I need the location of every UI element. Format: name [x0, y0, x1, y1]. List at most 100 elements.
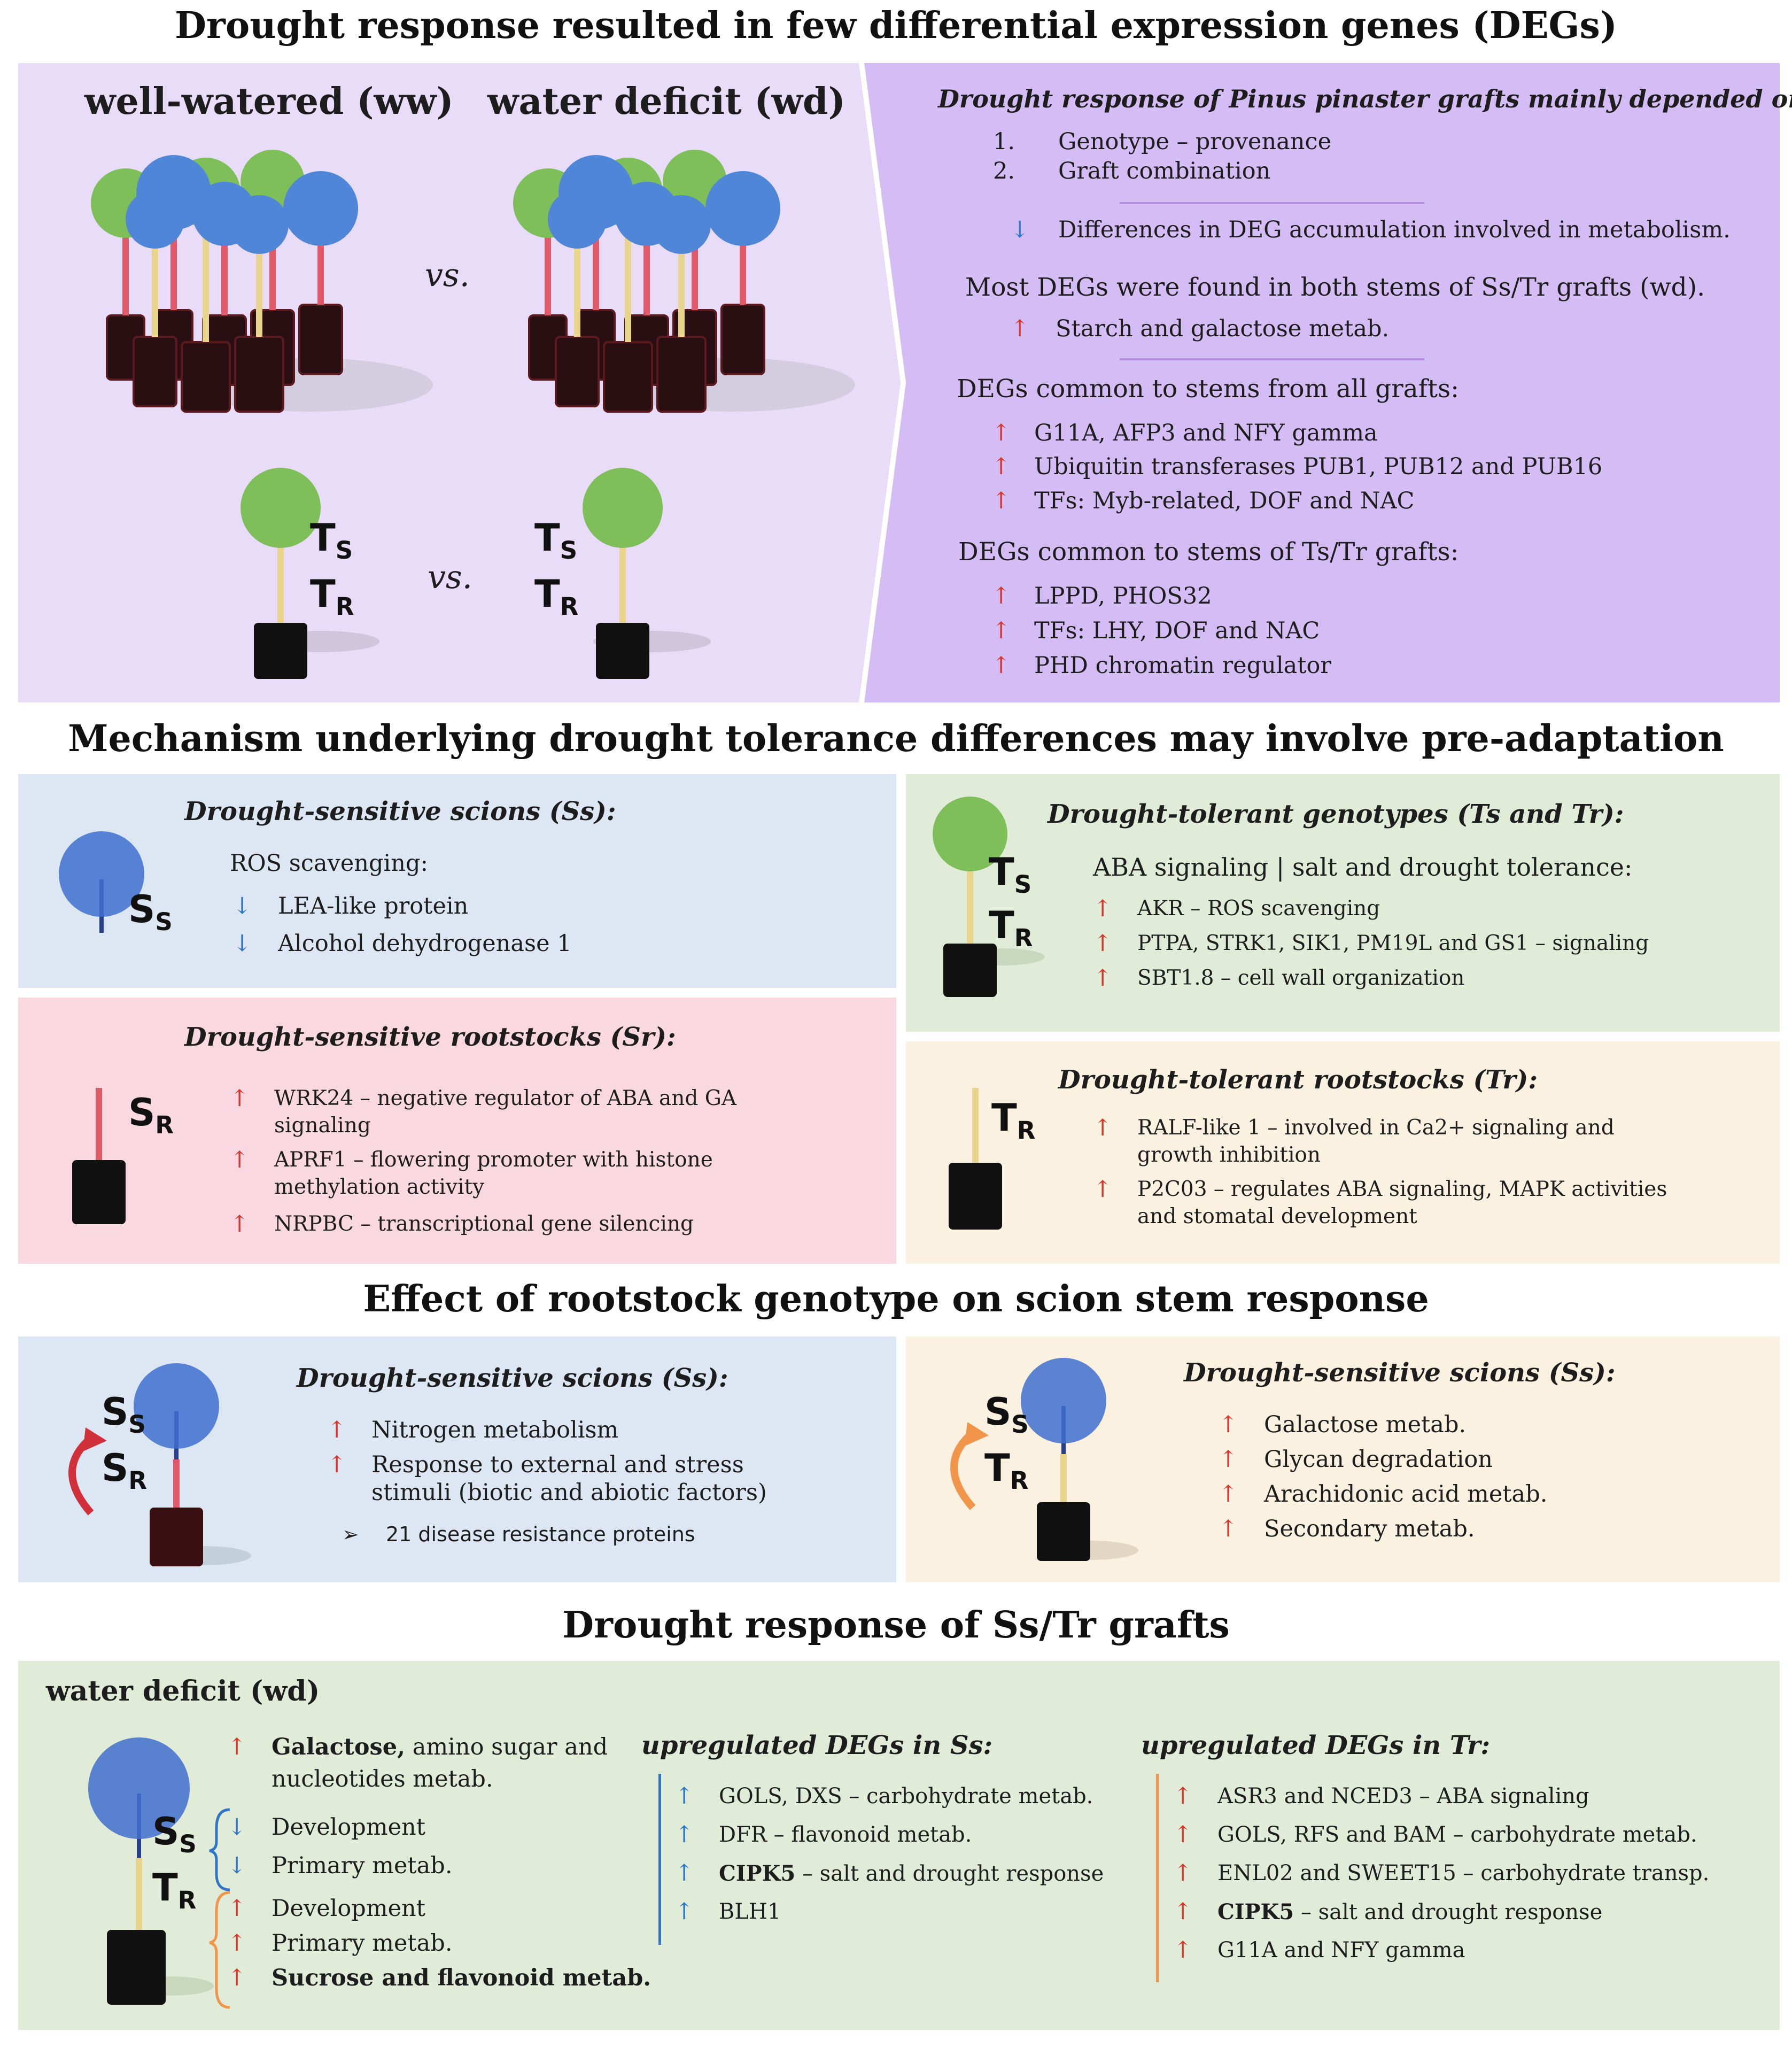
arrow-up-icon: ↑ [991, 453, 1011, 480]
vs-text-1: vs. [425, 257, 470, 294]
wd-heading: water deficit (wd) [46, 1675, 320, 1707]
s3-right-item-2: Glycan degradation [1264, 1446, 1493, 1473]
tr-upreg-2: GOLS, RFS and BAM – carbohydrate metab. [1217, 1822, 1697, 1847]
scion-tree-icon [59, 831, 144, 933]
tr-upreg-4-bold: CIPK5 [1217, 1899, 1294, 1925]
arrow-down-icon: ↓ [227, 1852, 247, 1879]
arrow-up-icon: ↑ [230, 1147, 250, 1173]
tg-item-2: PTPA, STRK1, SIK1, PM19L and GS1 – signa… [1137, 931, 1649, 955]
ww-label: well-watered (ww) [84, 80, 454, 123]
section-2-title: Mechanism underlying drought tolerance d… [68, 717, 1724, 760]
ss-upreg-3-rest: – salt and drought response [795, 1861, 1104, 1886]
ss-upreg-1: GOLS, DXS – carbohydrate metab. [719, 1784, 1093, 1809]
sr-item-2b: methylation activity [274, 1175, 485, 1199]
arrow-up-icon: ↑ [1173, 1860, 1193, 1887]
tr-item-1b: growth inhibition [1137, 1143, 1321, 1167]
tr-list-bar [1156, 1774, 1159, 1982]
s3-left-item-2a: Response to external and stress [371, 1451, 744, 1478]
most-degs-text: Most DEGs were found in both stems of Ss… [965, 273, 1705, 302]
ss-tr-graft-icon-2 [88, 1737, 214, 2005]
starch-text: Starch and galactose metab. [1056, 315, 1390, 342]
tr-primary: Primary metab. [271, 1930, 453, 1957]
common-all-item-2: Ubiquitin transferases PUB1, PUB12 and P… [1034, 453, 1603, 480]
sr-title: Drought-sensitive rootstocks (Sr): [184, 1022, 676, 1052]
sr-item-3: NRPBC – transcriptional gene silencing [274, 1212, 694, 1236]
ss-primary: Primary metab. [271, 1852, 453, 1879]
tolerant-rootstock-icon [949, 1088, 1002, 1230]
section-3-title: Effect of rootstock genotype on scion st… [363, 1278, 1429, 1320]
arrow-up-icon: ↑ [991, 617, 1011, 644]
arrow-up-icon: ↑ [991, 420, 1011, 446]
s3-right-item-3: Arachidonic acid metab. [1264, 1481, 1548, 1508]
ss-item-2: Alcohol dehydrogenase 1 [278, 930, 572, 957]
arrow-down-icon: ↓ [227, 1814, 247, 1841]
ss-upreg-3: CIPK5 – salt and drought response [719, 1861, 1104, 1886]
arrow-up-blue-icon: ↑ [674, 1898, 694, 1925]
arrow-up-icon: ↑ [1010, 315, 1030, 342]
sr-item-2a: APRF1 – flowering promoter with histone [274, 1148, 713, 1172]
ww-seedling-group-icon [91, 150, 433, 413]
tolerant-graft-icon [933, 797, 1045, 997]
tr-upreg-4-rest: – salt and drought response [1294, 1900, 1603, 1925]
arrow-up-icon: ↑ [227, 1930, 247, 1957]
ss-upreg-3-bold: CIPK5 [719, 1861, 796, 1886]
tg-item-1: AKR – ROS scavenging [1137, 897, 1380, 921]
sucrose-text: Sucrose and flavonoid metab. [271, 1965, 651, 1991]
tr-upreg-heading: upregulated DEGs in Tr: [1141, 1730, 1491, 1760]
tr-label-2: TR [534, 572, 579, 621]
dep-num-1: 1. [993, 128, 1015, 155]
wd-label: water deficit (wd) [487, 80, 845, 123]
arrow-up-icon: ↑ [327, 1451, 347, 1478]
s3-left-title: Drought-sensitive scions (Ss): [297, 1363, 728, 1393]
vs-text-2: vs. [428, 559, 472, 596]
tr-label-5: TR [984, 1446, 1029, 1495]
arrow-up-icon: ↑ [991, 488, 1011, 514]
ts-label-1: TS [310, 516, 353, 565]
common-all-item-3: TFs: Myb-related, DOF and NAC [1034, 488, 1415, 514]
ss-label-3: SS [984, 1390, 1029, 1439]
arrow-up-icon: ↑ [1093, 930, 1113, 957]
chevron-right-icon: ➢ [342, 1523, 359, 1546]
common-t-item-3: PHD chromatin regulator [1034, 652, 1331, 679]
tr-upreg-5: G11A and NFY gamma [1217, 1938, 1465, 1962]
ss-upreg-heading: upregulated DEGs in Ss: [641, 1730, 993, 1760]
sr-item-1a: WRK24 – negative regulator of ABA and GA [274, 1086, 737, 1110]
arrow-up-icon: ↑ [227, 1895, 247, 1922]
ss-sr-graft-icon [68, 1363, 251, 1566]
tg-title: Drought-tolerant genotypes (Ts and Tr): [1048, 799, 1624, 829]
ss-label-2: SS [102, 1390, 146, 1439]
s3-right-item-4: Secondary metab. [1264, 1516, 1475, 1542]
arrow-up-icon: ↑ [1173, 1937, 1193, 1964]
common-t-heading: DEGs common to stems of Ts/Tr grafts: [958, 537, 1459, 567]
section-4-title: Drought response of Ss/Tr grafts [562, 1604, 1230, 1647]
brace-icons [209, 1808, 230, 2009]
ss-upreg-4: BLH1 [719, 1899, 781, 1924]
panel-tolerant-genotypes [906, 774, 1780, 1032]
section-1-title: Drought response resulted in few differe… [175, 4, 1617, 47]
arrow-up-blue-icon: ↑ [674, 1783, 694, 1810]
arrow-up-icon: ↑ [1173, 1898, 1193, 1925]
s3-left-item-3: 21 disease resistance proteins [386, 1523, 695, 1546]
arrow-up-icon: ↑ [1093, 895, 1113, 922]
tr-label-4: TR [991, 1096, 1036, 1145]
dep-num-2: 2. [993, 158, 1015, 184]
ss-sub: ROS scavenging: [230, 850, 428, 877]
tr-label-1: TR [310, 572, 354, 621]
ss-label-1: SS [128, 887, 173, 936]
arrow-up-icon: ↑ [230, 1085, 250, 1112]
wd-seedling-group-icon [513, 150, 855, 413]
rootstock-icon [72, 1088, 126, 1224]
galactose-line-2: nucleotides metab. [271, 1766, 493, 1792]
common-t-item-2: TFs: LHY, DOF and NAC [1034, 617, 1320, 644]
common-all-heading: DEGs common to stems from all grafts: [957, 374, 1459, 404]
arrow-down-icon: ↓ [232, 930, 252, 957]
arrow-down-icon: ↓ [1010, 217, 1030, 243]
sr-label: SR [128, 1091, 174, 1139]
arrow-up-icon: ↑ [227, 1965, 247, 1991]
arrow-up-icon: ↑ [1173, 1783, 1193, 1810]
arrow-up-icon: ↑ [1219, 1516, 1238, 1542]
tt-seedling-ww-icon [241, 468, 379, 679]
galactose-line: Galactose, amino sugar and [271, 1734, 608, 1760]
tg-item-3: SBT1.8 – cell wall organization [1137, 966, 1465, 990]
s3-right-title: Drought-sensitive scions (Ss): [1184, 1358, 1616, 1388]
